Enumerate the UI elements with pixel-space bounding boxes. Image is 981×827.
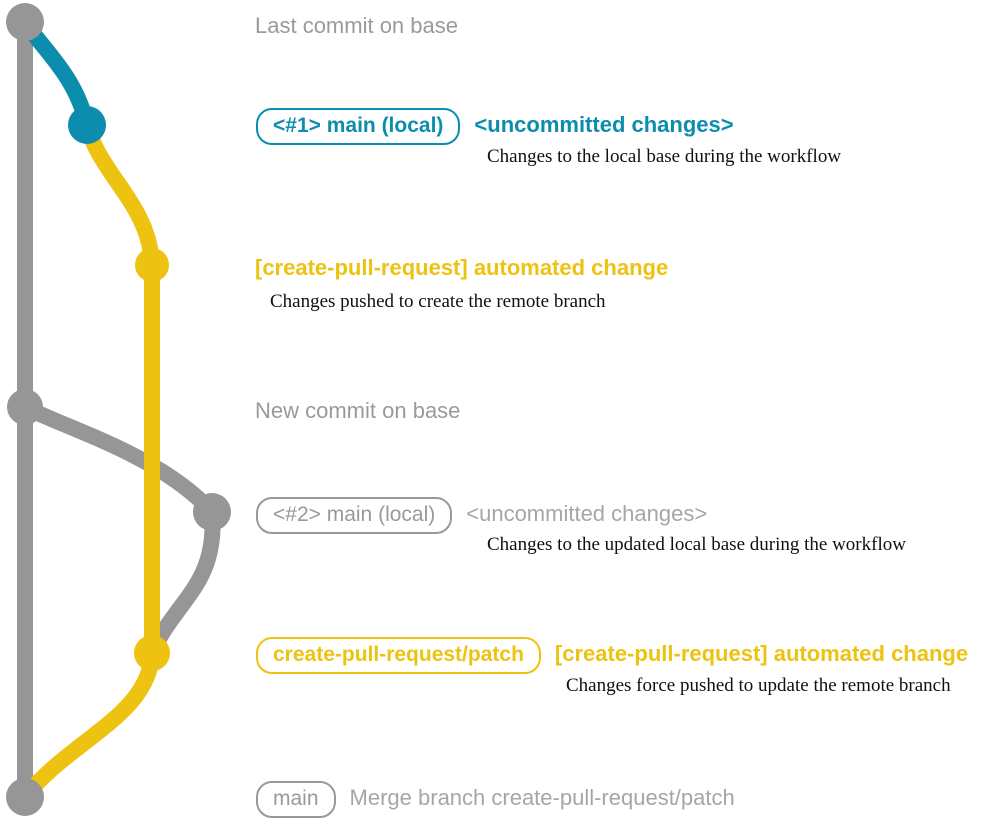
row-last-commit-on-base: Last commit on base (255, 13, 458, 39)
commit-node-base-head[interactable] (6, 3, 44, 41)
local2-to-patch2-line (144, 504, 221, 661)
commit-node-patch-2[interactable] (134, 635, 170, 671)
row-automated-change-2: create-pull-request/patch [create-pull-r… (256, 637, 968, 674)
row-headline: [create-pull-request] automated change (255, 255, 669, 280)
row-headline: New commit on base (255, 398, 461, 423)
row-subtitle-automated-change-2: Changes force pushed to update the remot… (566, 675, 951, 696)
base-to-local2-line (17, 399, 220, 520)
row-subtitle-local-main-1: Changes to the local base during the wor… (487, 146, 842, 167)
row-headline: [create-pull-request] automated change (554, 641, 969, 666)
row-merge-commit: main Merge branch create-pull-request/pa… (256, 781, 735, 818)
base-to-local1-line (17, 14, 95, 133)
row-local-main-2: <#2> main (local) <uncommitted changes> (256, 497, 707, 534)
branch-pill-create-pull-request-patch[interactable]: create-pull-request/patch (256, 637, 541, 674)
commit-node-base-new[interactable] (7, 389, 43, 425)
row-headline: Merge branch create-pull-request/patch (349, 785, 735, 810)
row-local-main-1: <#1> main (local) <uncommitted changes> (256, 108, 734, 145)
commit-node-local-2[interactable] (193, 493, 231, 531)
local1-to-patch1-line (79, 117, 160, 273)
commit-node-local-1[interactable] (68, 106, 106, 144)
patch2-to-merge-line (17, 645, 160, 805)
row-subtitle-local-main-2: Changes to the updated local base during… (487, 534, 906, 555)
row-subtitle-automated-change-1: Changes pushed to create the remote bran… (270, 291, 606, 312)
branch-pill-local-main-2[interactable]: <#2> main (local) (256, 497, 453, 534)
branch-pill-main[interactable]: main (256, 781, 336, 818)
row-automated-change-1: [create-pull-request] automated change (255, 255, 668, 281)
branch-pill-local-main-1[interactable]: <#1> main (local) (256, 108, 461, 145)
commit-node-patch-1[interactable] (135, 248, 169, 282)
row-headline: Last commit on base (255, 13, 458, 38)
row-new-commit-on-base: New commit on base (255, 398, 460, 424)
commit-node-merge[interactable] (6, 778, 44, 816)
row-headline: <uncommitted changes> (474, 112, 734, 137)
row-headline: <uncommitted changes> (466, 501, 708, 526)
